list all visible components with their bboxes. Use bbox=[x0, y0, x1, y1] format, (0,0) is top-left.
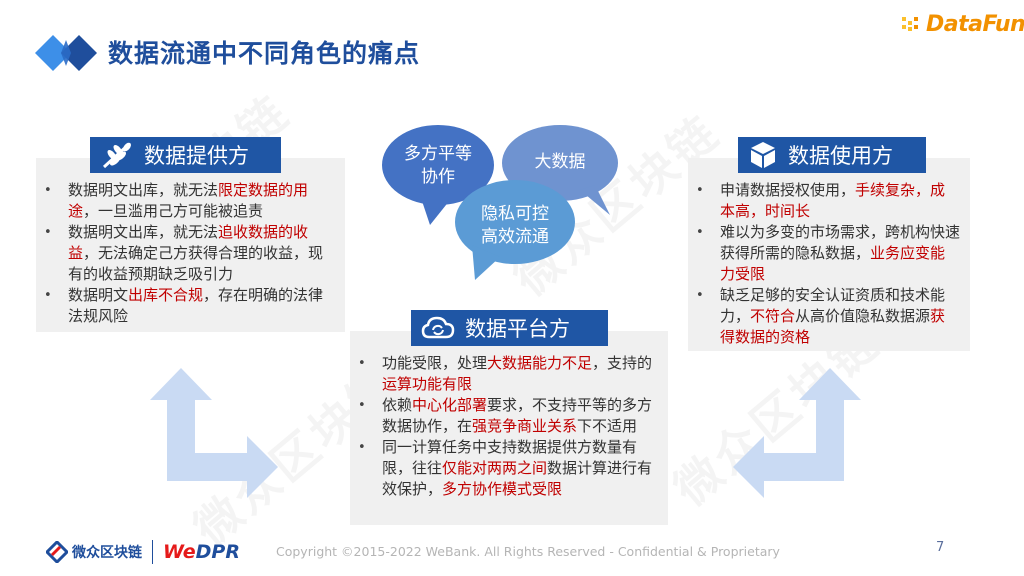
provider-header: 数据提供方 bbox=[90, 137, 281, 173]
bullet-item: 数据明文出库不合规，存在明确的法律法规风险 bbox=[36, 285, 335, 327]
provider-list: 数据明文出库，就无法限定数据的用途，一旦滥用己方可能被追责数据明文出库，就无法追… bbox=[36, 158, 345, 327]
body-text: 从高价值隐私数据源 bbox=[795, 307, 931, 325]
bullet-item: 数据明文出库，就无法追收数据的收益，无法确定己方获得合理的收益，现有的收益预期缺… bbox=[36, 222, 335, 285]
highlight-text: 限定数据的用途 bbox=[68, 181, 309, 220]
datafun-logo: DataFun. bbox=[900, 10, 1024, 38]
user-title: 数据使用方 bbox=[788, 144, 893, 168]
page-title: 数据流通中不同角色的痛点 bbox=[108, 39, 421, 68]
highlight-text: 强竞争商业关系 bbox=[472, 417, 578, 435]
body-text: ，一旦滥用己方可能被追责 bbox=[83, 202, 264, 220]
bullet-item: 依赖中心化部署要求，不支持平等的多方数据协作，在强竞争商业关系下不适用 bbox=[350, 395, 658, 437]
provider-title: 数据提供方 bbox=[144, 144, 249, 168]
copyright-text: Copyright ©2015-2022 WeBank. All Rights … bbox=[276, 544, 780, 559]
user-panel: 申请数据授权使用，手续复杂，成本高，时间长难以为多变的市场需求，跨机构快速获得所… bbox=[688, 158, 970, 351]
wheat-icon bbox=[102, 142, 131, 169]
platform-panel: 功能受限，处理大数据能力不足，支持的运算功能有限依赖中心化部署要求，不支持平等的… bbox=[350, 331, 668, 525]
diamond-logo-icon bbox=[35, 35, 97, 71]
body-text: 数据明文出库，就无法 bbox=[68, 223, 219, 241]
highlight-text: 大数据能力不足 bbox=[487, 354, 593, 372]
user-header: 数据使用方 bbox=[738, 137, 926, 173]
highlight-text: 业务应变能力受限 bbox=[720, 244, 946, 283]
body-text: 数据明文出库，就无法 bbox=[68, 181, 219, 199]
provider-panel: 数据明文出库，就无法限定数据的用途，一旦滥用己方可能被追责数据明文出库，就无法追… bbox=[36, 158, 345, 332]
platform-title: 数据平台方 bbox=[465, 317, 570, 341]
highlight-text: 追收数据的收益 bbox=[68, 223, 309, 262]
bullet-item: 数据明文出库，就无法限定数据的用途，一旦滥用己方可能被追责 bbox=[36, 180, 335, 222]
highlight-text: 不符合 bbox=[750, 307, 796, 325]
body-text: 数据计算进行有效保护， bbox=[382, 459, 653, 498]
body-text: ，支持的 bbox=[592, 354, 653, 372]
body-text: 申请数据授权使用， bbox=[720, 181, 856, 199]
bubble-collaboration bbox=[382, 125, 494, 225]
bullet-item: 功能受限，处理大数据能力不足，支持的运算功能有限 bbox=[350, 353, 658, 395]
arrow-up-right-icon bbox=[150, 368, 278, 498]
bubble-privacy bbox=[455, 180, 575, 280]
wedpr-we: We bbox=[163, 541, 196, 563]
pixel-dots-icon bbox=[902, 17, 918, 31]
body-text: 要求，不支持平等的多方数据协作，在 bbox=[382, 396, 653, 435]
bubble-privacy-text: 隐私可控高效流通 bbox=[481, 204, 549, 247]
highlight-text: 中心化部署 bbox=[412, 396, 488, 414]
highlight-text: 多方协作模式受限 bbox=[442, 480, 563, 498]
body-text: 同一计算任务中支持数据提供方数量有限，往往 bbox=[382, 438, 638, 477]
page-number: 7 bbox=[936, 540, 945, 555]
highlight-text: 获得数据的资格 bbox=[720, 307, 946, 346]
body-text: ，无法确定己方获得合理的收益，现有的收益预期缺乏吸引力 bbox=[68, 244, 324, 283]
highlight-text: 出库不合规 bbox=[128, 286, 204, 304]
brand-name: DataFun. bbox=[926, 11, 1024, 37]
bullet-item: 申请数据授权使用，手续复杂，成本高，时间长 bbox=[688, 180, 960, 222]
body-text: 难以为多变的市场需求，跨机构快速获得所需的隐私数据， bbox=[720, 223, 961, 262]
bullet-item: 缺乏足够的安全认证资质和技术能力，不符合从高价值隐私数据源获得数据的资格 bbox=[688, 285, 960, 348]
cloud-sync-icon bbox=[421, 316, 455, 339]
bubble-collaboration-text: 多方平等协作 bbox=[404, 144, 472, 187]
body-text: 数据明文 bbox=[68, 286, 129, 304]
webank-blockchain-icon bbox=[46, 541, 68, 563]
user-list: 申请数据授权使用，手续复杂，成本高，时间长难以为多变的市场需求，跨机构快速获得所… bbox=[688, 158, 970, 348]
body-text: ，存在明确的法律法规风险 bbox=[68, 286, 324, 325]
highlight-text: 运算功能有限 bbox=[382, 375, 473, 393]
highlight-text: 手续复杂，成本高，时间长 bbox=[720, 181, 946, 220]
body-text: 依赖 bbox=[382, 396, 413, 414]
body-text: 缺乏足够的安全认证资质和技术能力， bbox=[720, 286, 946, 325]
platform-header: 数据平台方 bbox=[411, 310, 608, 346]
box-icon bbox=[751, 142, 775, 168]
wedpr-dpr: DPR bbox=[195, 541, 240, 563]
speech-bubbles: 多方平等协作 大数据 隐私可控高效流通 bbox=[380, 115, 620, 285]
arrow-left-up-icon bbox=[733, 368, 861, 498]
bubble-big-data-text: 大数据 bbox=[534, 152, 586, 172]
body-text: 下不适用 bbox=[577, 417, 638, 435]
footer-logo-text: 微众区块链 bbox=[72, 545, 142, 561]
body-text: 功能受限，处理 bbox=[382, 354, 488, 372]
bullet-item: 同一计算任务中支持数据提供方数量有限，往往仅能对两两之间数据计算进行有效保护，多… bbox=[350, 437, 658, 500]
highlight-text: 仅能对两两之间 bbox=[442, 459, 548, 477]
platform-list: 功能受限，处理大数据能力不足，支持的运算功能有限依赖中心化部署要求，不支持平等的… bbox=[350, 331, 668, 500]
bullet-item: 难以为多变的市场需求，跨机构快速获得所需的隐私数据，业务应变能力受限 bbox=[688, 222, 960, 285]
footer-divider bbox=[152, 540, 153, 564]
